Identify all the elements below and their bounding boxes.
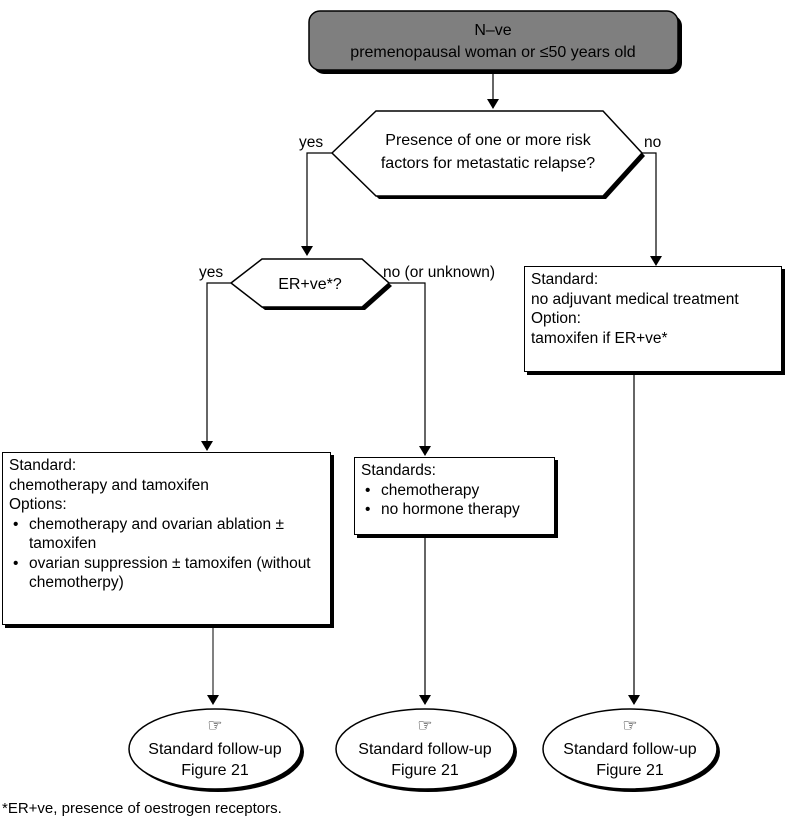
er-yes-label: yes xyxy=(199,264,223,281)
box-er-positive-options: chemotherapy and ovarian ablation ± tamo… xyxy=(9,515,324,593)
box-no-risk-factors: Standard: no adjuvant medical treatment … xyxy=(524,266,782,372)
followup-node-2: ☞ Standard follow-up Figure 21 xyxy=(335,708,517,792)
box-no-risk-heading: Standard: xyxy=(531,271,599,288)
decision-er-status-text: ER+ve*? xyxy=(278,276,342,293)
decision-risk-factors-line1: Presence of one or more risk xyxy=(385,132,591,149)
followup-3-line2: Figure 21 xyxy=(596,762,664,779)
list-item: chemotherapy and ovarian ablation ± tamo… xyxy=(9,515,324,554)
hand-pointer-icon: ☞ xyxy=(207,716,222,735)
box-er-positive-options-heading: Options: xyxy=(9,496,67,513)
list-item: ovarian suppression ± tamoxifen (without… xyxy=(9,554,324,593)
box-er-negative-heading: Standards: xyxy=(361,462,436,479)
decision-risk-factors-line2: factors for metastatic relapse? xyxy=(381,155,595,172)
list-item: chemotherapy xyxy=(361,481,548,501)
box-er-negative-items: chemotherapy no hormone therapy xyxy=(361,481,548,520)
footnote: *ER+ve, presence of oestrogen receptors. xyxy=(2,800,282,817)
hand-pointer-icon: ☞ xyxy=(622,716,637,735)
followup-3-line1: Standard follow-up xyxy=(563,741,697,758)
followup-1-line1: Standard follow-up xyxy=(148,741,282,758)
hand-pointer-icon: ☞ xyxy=(417,716,432,735)
followup-2-line2: Figure 21 xyxy=(391,762,459,779)
connector-risk-no xyxy=(642,152,662,266)
start-node-line2: premenopausal woman or ≤50 years old xyxy=(350,44,635,61)
decision-er-status: ER+ve*? xyxy=(229,258,392,310)
risk-yes-label: yes xyxy=(299,134,323,151)
followup-node-1: ☞ Standard follow-up Figure 21 xyxy=(128,708,304,792)
followup-node-3: ☞ Standard follow-up Figure 21 xyxy=(542,708,720,792)
box-er-positive: Standard: chemotherapy and tamoxifen Opt… xyxy=(2,452,331,625)
box-no-risk-option: tamoxifen if ER+ve* xyxy=(531,329,668,347)
connector-er-yes xyxy=(201,282,231,451)
box-no-risk-standard: no adjuvant medical treatment xyxy=(531,290,739,308)
risk-no-label: no xyxy=(644,134,661,151)
box-no-risk-options-heading: Option: xyxy=(531,310,581,327)
box-er-negative: Standards: chemotherapy no hormone thera… xyxy=(354,457,555,535)
connector-risk-yes xyxy=(301,152,332,256)
box-er-positive-standard: chemotherapy and tamoxifen xyxy=(9,476,209,494)
decision-risk-factors: Presence of one or more risk factors for… xyxy=(330,110,645,199)
start-node: N–ve premenopausal woman or ≤50 years ol… xyxy=(308,10,682,74)
start-node-line1: N–ve xyxy=(474,22,511,39)
connector-er-no xyxy=(389,282,431,456)
list-item: no hormone therapy xyxy=(361,500,548,520)
followup-2-line1: Standard follow-up xyxy=(358,741,492,758)
box-er-positive-heading: Standard: xyxy=(9,457,77,474)
er-no-label: no (or unknown) xyxy=(383,264,495,281)
followup-1-line2: Figure 21 xyxy=(181,762,249,779)
